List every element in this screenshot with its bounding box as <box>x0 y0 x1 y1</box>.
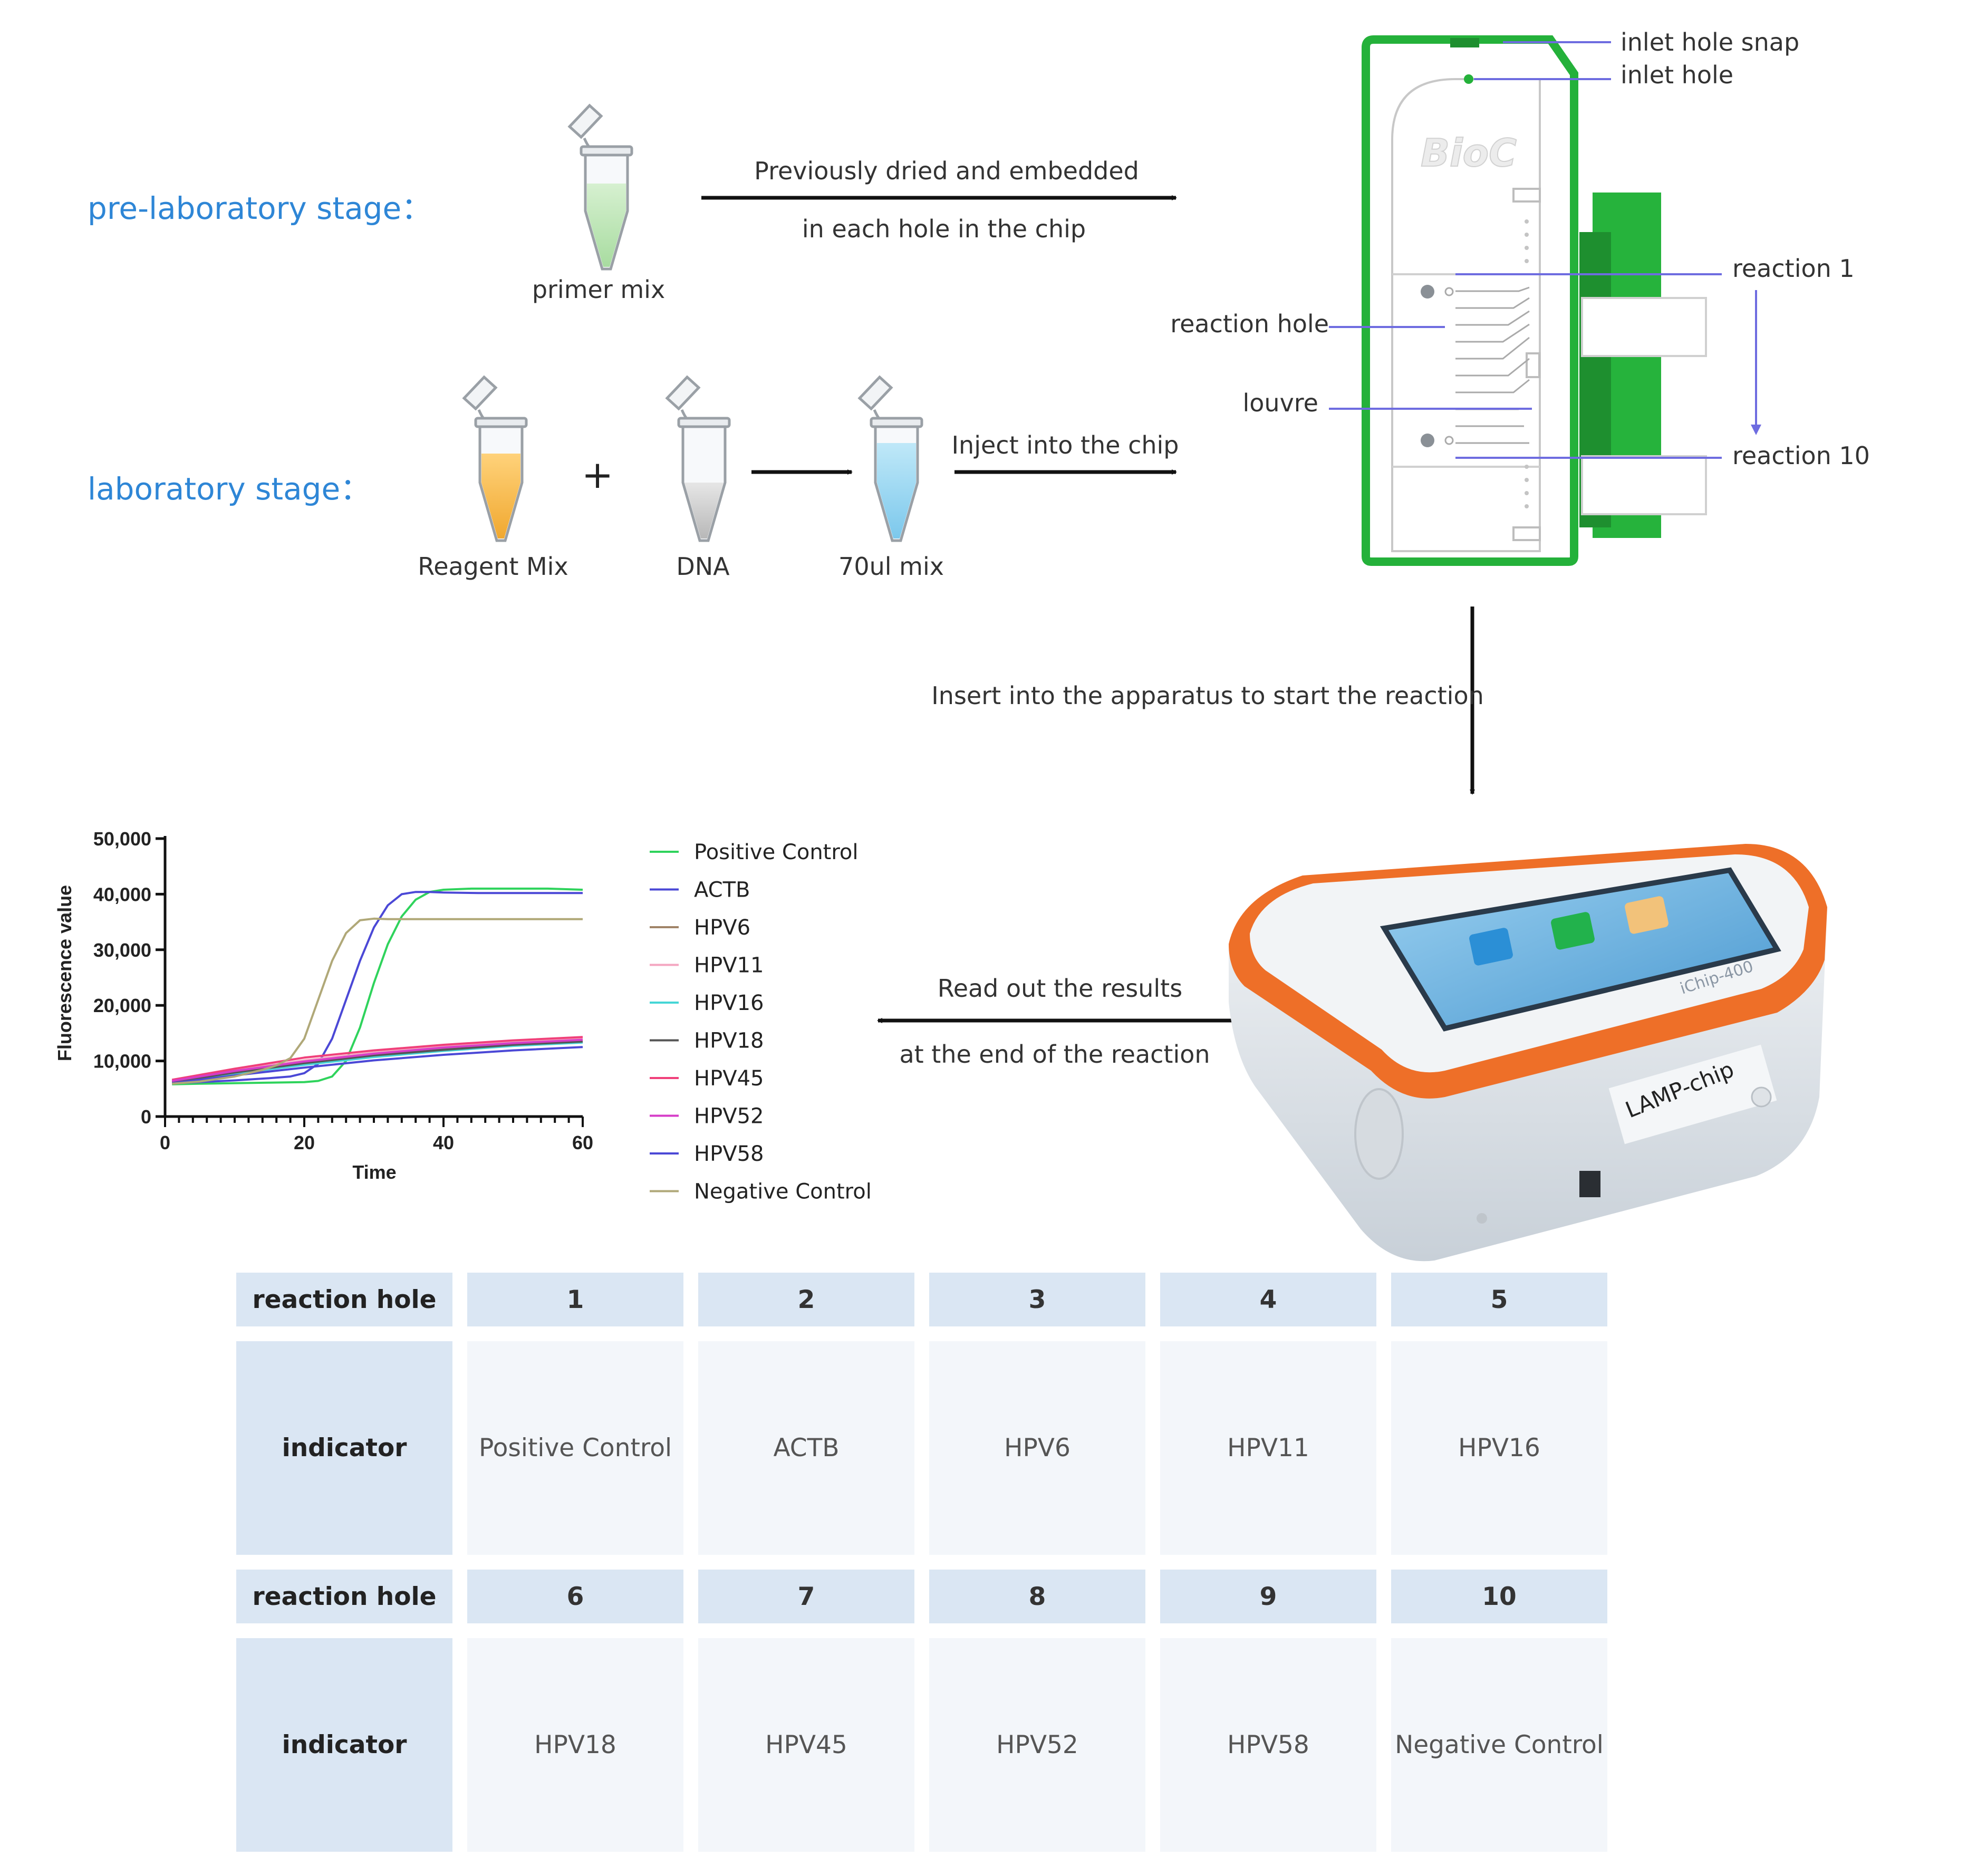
table-cell: 8 <box>929 1570 1145 1623</box>
chart-x-tick-label: 40 <box>433 1132 454 1153</box>
table-cell: 5 <box>1391 1273 1607 1326</box>
reaction-hole-table: reaction hole 1 2 3 4 5 indicator Positi… <box>221 1258 1622 1867</box>
chart-series-line <box>171 1036 583 1081</box>
chart-series-line <box>172 887 583 1085</box>
chart-series-line <box>171 1041 583 1084</box>
table-cell: 7 <box>698 1570 914 1623</box>
chart-legend-label: HPV16 <box>694 991 764 1015</box>
chart-y-tick-label: 30,000 <box>93 939 151 961</box>
reaction-10-label: reaction 10 <box>1732 441 1870 470</box>
chart-legend-label: HPV52 <box>694 1104 764 1129</box>
dna-label: DNA <box>676 552 730 581</box>
reaction-1-label: reaction 1 <box>1732 254 1855 283</box>
table-row: indicator HPV18 HPV45 HPV52 HPV58 Negati… <box>236 1638 1607 1852</box>
chart-y-axis-label: Fluorescence value <box>54 885 75 1061</box>
table-row-header: reaction hole <box>236 1273 452 1326</box>
chart-series-line <box>171 1046 583 1084</box>
louvre-label: louvre <box>1242 389 1318 417</box>
table-cell: Positive Control <box>467 1341 683 1555</box>
pre-lab-stage-label: pre-laboratory stage： <box>88 190 432 226</box>
chart-x-tick-label: 20 <box>294 1132 315 1153</box>
chart-y-tick-label: 0 <box>141 1106 151 1128</box>
mix70-label: 70ul mix <box>838 552 944 581</box>
table-cell: HPV45 <box>698 1638 914 1852</box>
table-row-header: indicator <box>236 1341 452 1555</box>
inlet-hole-label: inlet hole <box>1621 61 1733 89</box>
table-row: reaction hole 6 7 8 9 10 <box>236 1570 1607 1623</box>
primer-mix-tube <box>570 105 632 269</box>
lamp-chip-instrument: iChip-400 LAMP-chip <box>1229 844 1827 1262</box>
table-cell: 2 <box>698 1273 914 1326</box>
chart-legend-label: HPV6 <box>694 916 750 940</box>
table-cell: HPV52 <box>929 1638 1145 1852</box>
inlet-hole-dot <box>1464 74 1473 84</box>
device-screen <box>1380 867 1781 1032</box>
chart-x-tick-label: 60 <box>572 1132 593 1153</box>
chart-plot-area: 0 10,000 20,000 30,000 40,000 50,000 0 20 40 60 <box>93 828 593 1153</box>
chart-legend-label: HPV18 <box>694 1029 764 1053</box>
chart-series-line <box>171 1038 583 1082</box>
chart-y-tick-label: 40,000 <box>93 883 151 905</box>
read-line2-label: at the end of the reaction <box>899 1040 1210 1069</box>
table-row: indicator Positive Control ACTB HPV6 HPV… <box>236 1341 1607 1555</box>
table-cell: 10 <box>1391 1570 1607 1623</box>
table-cell: 9 <box>1160 1570 1376 1623</box>
chart-y-tick-label: 50,000 <box>93 828 151 850</box>
chart-series-line <box>172 891 583 1084</box>
chart-x-tick-label: 0 <box>160 1132 170 1153</box>
dna-tube <box>667 377 729 541</box>
table-cell: HPV16 <box>1391 1341 1607 1555</box>
table-cell: HPV6 <box>929 1341 1145 1555</box>
table-row: reaction hole 1 2 3 4 5 <box>236 1273 1607 1326</box>
fluorescence-chart: 0 10,000 20,000 30,000 40,000 50,000 0 20 40 60 F… <box>54 828 872 1204</box>
table-row-header: reaction hole <box>236 1570 452 1623</box>
dried-line1-label: Previously dried and embedded <box>754 157 1139 185</box>
table-cell: 1 <box>467 1273 683 1326</box>
table-cell: HPV18 <box>467 1638 683 1852</box>
table-cell: 3 <box>929 1273 1145 1326</box>
chip-illustration: BioC <box>1362 35 1707 566</box>
primer-mix-label: primer mix <box>532 275 665 304</box>
reagent-mix-label: Reagent Mix <box>418 552 568 581</box>
reagent-mix-tube <box>464 377 526 541</box>
table-cell: HPV58 <box>1160 1638 1376 1852</box>
table-cell: Negative Control <box>1391 1638 1607 1852</box>
chart-legend-label: Positive Control <box>694 840 859 864</box>
insert-label: Insert into the apparatus to start the r… <box>931 681 1484 710</box>
inlet-hole-snap-label: inlet hole snap <box>1621 28 1799 56</box>
inject-label: Inject into the chip <box>951 431 1179 459</box>
table-row-header: indicator <box>236 1638 452 1852</box>
chart-series-line <box>171 1040 583 1083</box>
chart-legend-label: Negative Control <box>694 1180 872 1204</box>
table-cell: 4 <box>1160 1273 1376 1326</box>
plus-sign: + <box>582 453 613 497</box>
read-line1-label: Read out the results <box>938 974 1182 1003</box>
chart-x-axis-label: Time <box>352 1161 396 1183</box>
lab-stage-label: laboratory stage： <box>88 471 371 507</box>
table-cell: HPV11 <box>1160 1341 1376 1555</box>
chart-legend-label: HPV45 <box>694 1066 764 1091</box>
table-cell: 6 <box>467 1570 683 1623</box>
chart-legend-label: ACTB <box>694 878 750 902</box>
dried-line2-label: in each hole in the chip <box>802 215 1086 243</box>
chart-y-tick-label: 10,000 <box>93 1051 151 1072</box>
chart-legend-label: HPV11 <box>694 954 764 978</box>
chart-legend-label: HPV58 <box>694 1142 764 1166</box>
reaction-hole-label: reaction hole <box>1170 310 1329 338</box>
mix70-tube <box>860 377 922 541</box>
chart-y-tick-label: 20,000 <box>93 995 151 1016</box>
chart-series-line <box>172 917 583 1085</box>
table-cell: ACTB <box>698 1341 914 1555</box>
chip-brand-text: BioC <box>1421 131 1517 175</box>
